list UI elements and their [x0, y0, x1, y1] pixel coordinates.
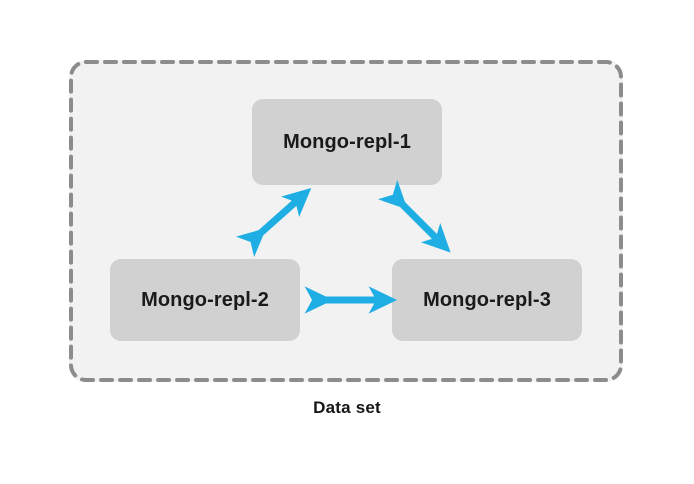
- node-mongo-repl-3[interactable]: Mongo-repl-3: [392, 259, 582, 341]
- node-mongo-repl-1[interactable]: Mongo-repl-1: [252, 99, 442, 185]
- node-label-mongo-repl-2: Mongo-repl-2: [141, 289, 269, 311]
- node-mongo-repl-2[interactable]: Mongo-repl-2: [110, 259, 300, 341]
- data-set-caption: Data set: [313, 398, 381, 417]
- node-label-mongo-repl-1: Mongo-repl-1: [283, 131, 411, 153]
- node-label-mongo-repl-3: Mongo-repl-3: [423, 289, 551, 311]
